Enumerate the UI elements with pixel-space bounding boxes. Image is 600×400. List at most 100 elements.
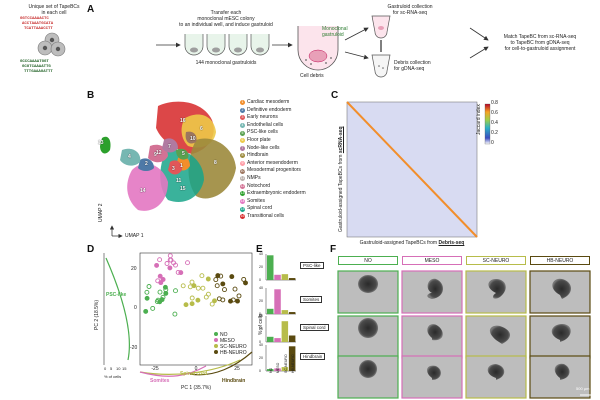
pca-legend-item: SC-NEURO: [214, 344, 247, 350]
bar-y-tick: 20: [259, 356, 263, 360]
colorbar-tick: 0.4: [491, 120, 498, 126]
pca-point: [241, 276, 247, 282]
bar-group-label: Somites: [300, 296, 323, 303]
umap-cluster: [162, 138, 178, 153]
heatmap-x-label-prefix: Gastruloid-assigned TapeBCs from: [359, 240, 439, 246]
panel-label-e: E: [256, 244, 263, 255]
annot-psc: PSC-like: [106, 292, 127, 298]
legend-swatch: 12: [240, 183, 245, 189]
pca-point: [195, 297, 201, 303]
pca-legend-item: MESO: [214, 338, 247, 344]
cluster-number: 7: [168, 144, 171, 150]
well-plate-icon: [184, 34, 270, 56]
pca-point: [187, 284, 193, 290]
gdna-text: Debris collection for gDNA-seq: [394, 60, 431, 72]
gastruloid-image: [529, 270, 591, 314]
pca-y-tick: 20: [131, 266, 137, 272]
pca-point: [157, 273, 163, 279]
bar-y-tick: 40: [259, 343, 263, 347]
umap-cluster: [100, 136, 111, 154]
gastruloid-shape: [427, 278, 444, 299]
gastruloid-image: [401, 315, 463, 359]
pca-y-tick: -20: [130, 345, 138, 351]
umap-cluster: [185, 131, 197, 144]
pca-legend-swatch: [214, 344, 218, 348]
debris-label: Cell debris: [300, 73, 324, 79]
gastruloid-shape: [427, 324, 443, 341]
pca-point: [189, 301, 195, 307]
pca-legend-label: SC-NEURO: [220, 344, 247, 350]
umap-cluster: [176, 148, 189, 160]
cluster-number: 16: [180, 118, 186, 124]
bar: [267, 369, 274, 371]
colorbar-tick: 0.2: [491, 130, 498, 136]
umap-cluster: [120, 148, 141, 166]
pca-point: [146, 284, 152, 289]
bar-group-label: Spinal cord: [300, 324, 329, 331]
legend-swatch: 16: [240, 214, 245, 220]
pca-legend-label: HB-NEURO: [220, 350, 247, 356]
cluster-number: 15: [180, 186, 186, 192]
cluster-number: 14: [140, 188, 146, 194]
gastruloid-shape: [358, 318, 379, 338]
legend-swatch: 1: [240, 100, 245, 106]
cluster-number: 4: [128, 154, 131, 160]
pca-point: [189, 279, 195, 285]
legend-label: Early neurons: [247, 114, 278, 121]
bar: [281, 321, 289, 342]
colorbar: [484, 103, 491, 145]
heatmap-y-label-prefix: Gastruloid-assigned TapeBCs from: [338, 153, 344, 232]
legend-swatch: 2: [240, 107, 245, 113]
heatmap-frame: [346, 101, 478, 238]
bar-y-tick: 0: [259, 278, 261, 282]
side-tick: 15: [122, 366, 127, 371]
pca-point: [213, 277, 219, 283]
barcode-seq: TCATTAAACCTT: [24, 27, 53, 31]
umap-cluster: [168, 160, 182, 175]
legend-swatch: 6: [240, 138, 245, 144]
legend-swatch: 13: [240, 191, 245, 197]
pca-point: [167, 253, 173, 259]
umap-x-label: UMAP 1: [125, 233, 144, 239]
pca-point: [157, 257, 163, 263]
bar: [281, 310, 289, 314]
gastruloid-image: [465, 355, 527, 399]
bar-y-tick: 0: [259, 340, 261, 344]
pca-point: [189, 295, 195, 301]
pca-x-tick: -25: [151, 366, 159, 372]
bar-y-tick: 40: [259, 286, 263, 290]
panel-label-a: A: [87, 4, 95, 15]
legend-swatch: 15: [240, 206, 245, 212]
colorbar-title: Jaccard index: [476, 104, 482, 135]
pca-point: [163, 290, 169, 296]
gastruloid-shape: [359, 360, 378, 378]
barcode-title: Unique set of TapeBCs in each cell: [28, 4, 80, 16]
legend-swatch: 3: [240, 115, 245, 121]
cluster-number: 2: [145, 161, 148, 167]
cluster-number: 3: [172, 166, 175, 172]
pca-point: [168, 257, 174, 263]
bar: [274, 368, 281, 371]
pca-point: [203, 294, 209, 300]
gastruloid-image: [529, 355, 591, 399]
image-column-title: NO: [338, 256, 398, 265]
bar: [267, 255, 274, 280]
pca-legend-label: NO: [220, 332, 228, 338]
pca-point: [175, 269, 181, 275]
barcode-seq: GGTCCAAAACTC: [20, 17, 49, 21]
side-tick: 10: [116, 366, 121, 371]
bar-y-tick: 40: [259, 314, 263, 318]
pca-x-label: PC 1 (35.7%): [180, 385, 212, 391]
umap-y-label: UMAP 2: [98, 203, 104, 222]
legend-label: Notochord: [247, 182, 271, 189]
legend-label: Mesodermal progenitors: [247, 167, 301, 174]
